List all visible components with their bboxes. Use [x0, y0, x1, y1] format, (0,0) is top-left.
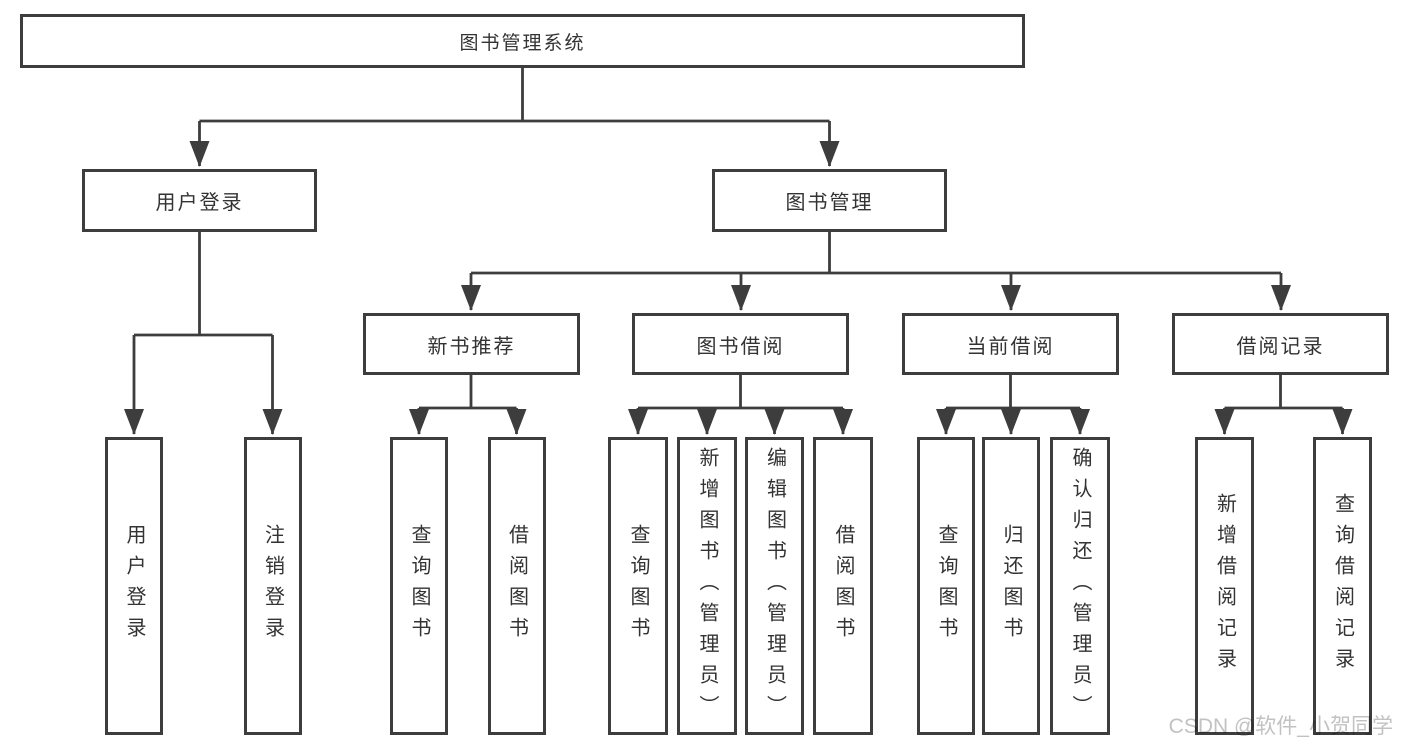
leaf-edit-book-label: 编辑图书（管理员） [763, 446, 786, 726]
leaf-borrow-book-2-label: 借阅图书 [832, 524, 854, 648]
leaf-borrow-book-1-label: 借阅图书 [505, 524, 528, 648]
node-root-label: 图书管理系统 [459, 32, 586, 54]
leaf-add-book-label: 新增图书（管理员） [696, 446, 718, 726]
node-current-borrow: 当前借阅 [902, 313, 1119, 375]
node-borrow-record: 借阅记录 [1172, 313, 1389, 375]
node-book-borrow-label: 图书借阅 [696, 335, 785, 358]
node-book-mgmt-label: 图书管理 [785, 192, 874, 214]
node-borrow-record-label: 借阅记录 [1236, 335, 1325, 358]
connector-bookborrow-to-leaves [638, 375, 843, 410]
leaf-node-borrow-book-2: 借阅图书 [813, 437, 873, 735]
connector-userlogin-to-leaves [134, 232, 273, 337]
leaf-logout-label: 注销登录 [261, 524, 284, 648]
node-root: 图书管理系统 [20, 14, 1025, 68]
leaf-node-borrow-book-1: 借阅图书 [487, 437, 546, 735]
leaf-confirm-return-label: 确认归还（管理员） [1069, 446, 1091, 726]
node-new-book-rec: 新书推荐 [363, 313, 580, 375]
leaf-query-book-3-label: 查询图书 [935, 524, 957, 648]
node-user-login-label: 用户登录 [155, 192, 244, 214]
leaf-query-book-1-label: 查询图书 [408, 524, 430, 648]
leaf-query-book-2-label: 查询图书 [627, 524, 649, 648]
connector-bookmgmt-to-level3 [471, 232, 1281, 275]
node-new-book-rec-label: 新书推荐 [427, 335, 516, 358]
leaf-node-query-record: 查询借阅记录 [1313, 437, 1372, 735]
leaf-node-add-record: 新增借阅记录 [1195, 437, 1254, 735]
leaf-return-book-label: 归还图书 [1000, 524, 1022, 648]
leaf-node-edit-book: 编辑图书（管理员） [745, 437, 804, 735]
connector-currentborrow-to-leaves [946, 375, 1080, 410]
connector-root-to-level2 [199, 68, 830, 123]
leaf-node-confirm-return: 确认归还（管理员） [1050, 437, 1110, 735]
leaf-user-login-label: 用户登录 [123, 524, 145, 648]
node-book-borrow: 图书借阅 [632, 313, 849, 375]
leaf-node-return-book: 归还图书 [982, 437, 1040, 735]
node-current-borrow-label: 当前借阅 [966, 335, 1055, 358]
connector-borrowrecord-to-leaves [1224, 375, 1343, 410]
connector-newbookrec-to-leaves [419, 375, 517, 410]
leaf-node-query-book-2: 查询图书 [608, 437, 668, 735]
leaf-node-add-book: 新增图书（管理员） [677, 437, 737, 735]
leaf-node-logout: 注销登录 [243, 437, 302, 735]
leaf-node-query-book-1: 查询图书 [390, 437, 448, 735]
node-user-login: 用户登录 [82, 169, 317, 232]
node-book-mgmt: 图书管理 [712, 169, 947, 232]
leaf-node-user-login: 用户登录 [105, 437, 163, 735]
watermark: CSDN @软件_小贺同学 [1168, 715, 1393, 738]
leaf-query-record-label: 查询借阅记录 [1331, 493, 1354, 679]
leaf-add-record-label: 新增借阅记录 [1213, 493, 1236, 679]
leaf-node-query-book-3: 查询图书 [917, 437, 975, 735]
